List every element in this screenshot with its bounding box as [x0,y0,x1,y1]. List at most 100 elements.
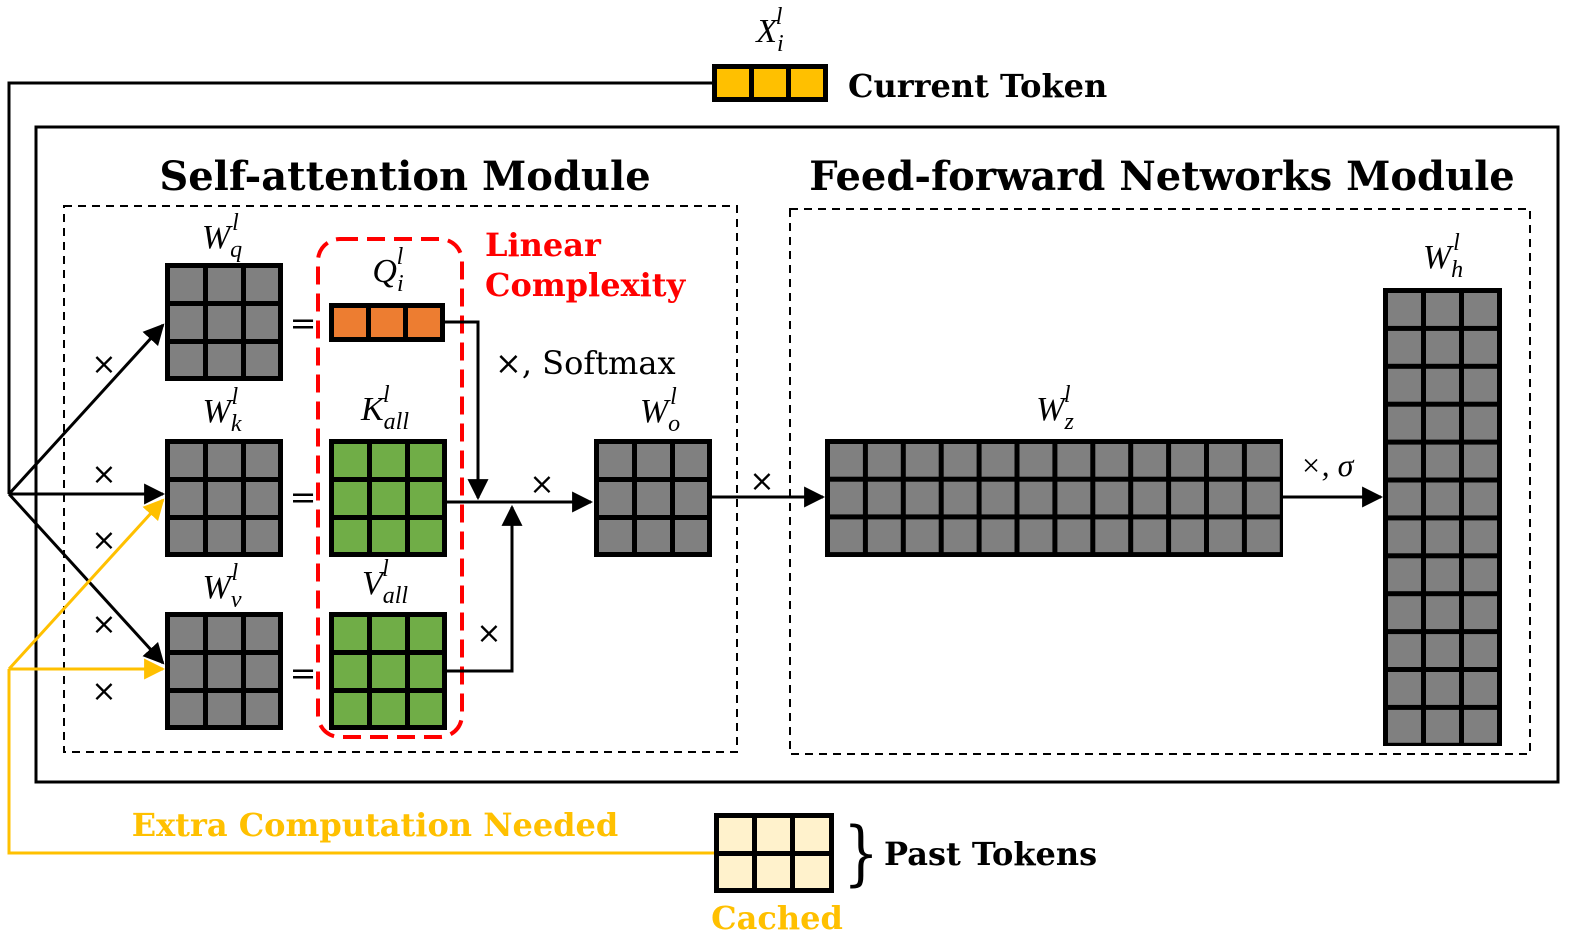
past-tokens-matrix [714,813,834,893]
matrix-cell [1426,634,1459,667]
q-vector [329,303,445,342]
matrix-cell [1426,330,1459,364]
times-label-k-past: × [91,523,116,558]
past-tokens-label: Past Tokens [884,835,1097,873]
matrix-cell [981,519,1015,553]
matrix-cell [1388,293,1421,326]
current-token-vector [712,64,828,102]
matrix-cell [1426,558,1459,592]
matrix-cell [981,481,1015,515]
matrix-cell [1464,368,1497,402]
wz-matrix [825,439,1283,557]
matrix-cell [867,481,901,515]
gold-arrow-to-wk [7,498,165,671]
v-matrix [329,612,447,730]
times-label-v-out: × [476,616,501,651]
matrix-cell [1133,481,1167,515]
matrix-cell [1209,481,1242,515]
ffn-box [789,208,1531,755]
matrix-cell [1464,520,1497,554]
matrix-cell [1019,519,1053,553]
wk-label: Wkl [203,384,242,437]
times-label-v-past: × [91,674,116,709]
equals-k: = [290,478,317,516]
equals-q: = [290,304,317,342]
matrix-cell [1171,481,1204,515]
activation-label: ×, σ [1300,447,1355,483]
matrix-cell [1464,482,1497,516]
layer-frame [34,125,1560,784]
matrix-cell [1171,444,1204,477]
matrix-cell [1388,482,1421,516]
matrix-cell [905,481,939,515]
matrix-cell [1057,519,1091,553]
arrow-to-wv [7,492,165,665]
matrix-cell [1426,368,1459,402]
matrix-cell [1057,481,1091,515]
matrix-cell [1388,558,1421,592]
wo-matrix [594,439,712,557]
matrix-cell [1388,330,1421,364]
self-attention-title: Self-attention Module [159,153,650,200]
matrix-cell [1171,519,1204,553]
softmax-label: ×, Softmax [495,344,676,382]
wq-matrix [165,263,283,381]
matrix-cell [943,519,977,553]
matrix-cell [1209,519,1242,553]
matrix-cell [943,444,977,477]
matrix-cell [1464,558,1497,592]
q-to-scores-wire [445,320,489,501]
matrix-cell [1464,672,1497,705]
k-label: Kalll [360,382,409,435]
matrix-cell [905,444,939,477]
matrix-cell [1426,672,1459,705]
k-matrix [329,439,447,557]
q-label: Qil [372,244,403,297]
wv-matrix [165,612,283,730]
wk-matrix [165,439,283,557]
ffn-title: Feed-forward Networks Module [809,153,1514,200]
v-label: Valll [362,556,408,609]
current-token-wire [7,81,712,494]
matrix-cell [943,481,977,515]
matrix-cell [1464,596,1497,630]
matrix-cell [1019,481,1053,515]
matrix-cell [1246,481,1280,515]
matrix-cell [1426,596,1459,630]
matrix-cell [830,444,863,477]
past-tokens-brace: } [843,812,879,894]
self-attention-box [63,205,738,753]
v-to-output-wire [447,504,523,673]
matrix-cell [830,481,863,515]
matrix-cell [1388,672,1421,705]
matrix-cell [1388,709,1421,743]
matrix-cell [1246,519,1280,553]
wv-label: Wvl [203,560,242,613]
matrix-cell [1426,482,1459,516]
matrix-cell [1133,519,1167,553]
matrix-cell [1426,444,1459,478]
matrix-cell [1019,444,1053,477]
wz-label: Wzl [1036,382,1074,435]
times-label-wo-in: × [529,467,554,502]
matrix-cell [830,519,863,553]
matrix-cell [1095,444,1129,477]
matrix-cell [867,444,901,477]
matrix-cell [1388,634,1421,667]
linear-complexity-label: Linear Complexity [485,226,687,304]
past-tokens-wire [7,669,714,855]
matrix-cell [1464,709,1497,743]
arrow-to-wq [7,323,165,496]
matrix-cell [1426,293,1459,326]
matrix-cell [1388,596,1421,630]
matrix-cell [1464,444,1497,478]
matrix-cell [1095,519,1129,553]
matrix-cell [1426,406,1459,440]
matrix-cell [1246,444,1280,477]
matrix-cell [1426,709,1459,743]
matrix-cell [1464,293,1497,326]
matrix-cell [867,519,901,553]
wo-label: Wol [640,384,680,437]
